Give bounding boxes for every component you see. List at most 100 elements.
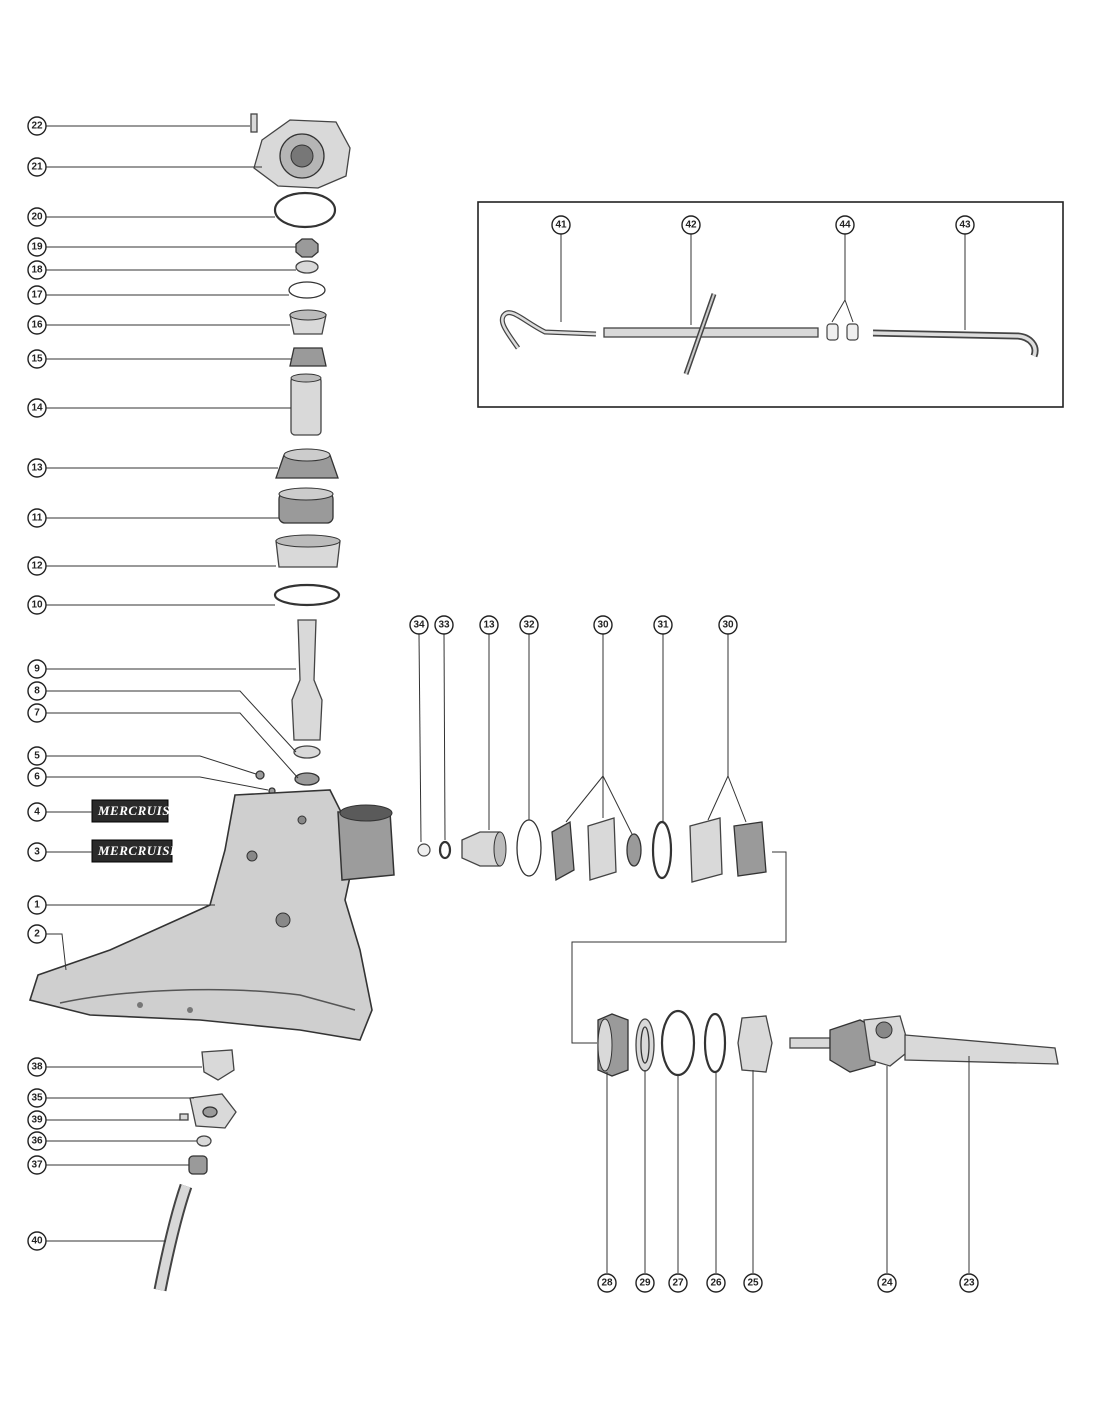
part-30-ring-a [626,833,642,867]
svg-text:14: 14 [31,403,43,414]
part-22-screw [250,113,258,133]
callout-40: 40 [27,1231,47,1251]
svg-text:32: 32 [523,620,535,631]
callout-16: 16 [27,315,47,335]
callout-24: 24 [877,1273,897,1293]
svg-text:MERCRUISER: MERCRUISER [97,843,188,858]
callout-31: 31 [653,615,673,635]
callout-32: 32 [519,615,539,635]
part-37-fitting [188,1155,208,1175]
part-23-output-shaft [904,1034,1059,1065]
callout-21: 21 [27,157,47,177]
callout-30-b: 30 [718,615,738,635]
callout-9: 9 [27,659,47,679]
part-30-bearing-a [551,820,575,882]
leader-44b [844,299,854,323]
part-30-race-a [587,817,617,881]
part-42-tube [603,327,819,338]
svg-text:37: 37 [31,1160,43,1171]
callout-20: 20 [27,207,47,227]
part-4-decal: MERCRUISER [91,799,188,823]
leader-30a-3 [602,775,633,835]
callout-5: 5 [27,746,47,766]
svg-text:3: 3 [34,847,40,858]
svg-text:23: 23 [963,1278,975,1289]
callout-15: 15 [27,349,47,369]
svg-text:41: 41 [555,220,567,231]
part-7-seal [294,772,320,786]
callout-36: 36 [27,1131,47,1151]
callout-6: 6 [27,767,47,787]
part-38-gasket [201,1049,235,1081]
callout-44: 44 [835,215,855,235]
svg-text:9: 9 [34,664,40,675]
part-9-drive-shaft [291,619,323,741]
part-24-universal-joint [789,1015,911,1073]
svg-text:10: 10 [31,600,43,611]
callout-13-left: 13 [27,458,47,478]
svg-text:17: 17 [31,290,43,301]
callout-1: 1 [27,895,47,915]
part-5-pin [255,770,265,780]
svg-text:16: 16 [31,320,43,331]
part-3-decal: MERCRUISER [91,839,188,863]
svg-text:30: 30 [722,620,734,631]
svg-text:1: 1 [34,900,40,911]
svg-text:5: 5 [34,751,40,762]
callout-22: 22 [27,116,47,136]
part-27-o-ring [660,1009,696,1077]
part-41-bent-rod [499,310,597,350]
leader-33 [443,633,446,841]
svg-text:36: 36 [31,1136,43,1147]
svg-text:25: 25 [747,1278,759,1289]
part-25-nut [737,1015,773,1073]
leader-34 [418,633,422,843]
svg-text:21: 21 [31,162,43,173]
callout-14: 14 [27,398,47,418]
svg-text:30: 30 [597,620,609,631]
leader-30a-1 [565,775,604,823]
svg-text:29: 29 [639,1278,651,1289]
svg-text:4: 4 [34,807,40,818]
part-36-washer [196,1135,212,1147]
svg-text:18: 18 [31,265,43,276]
svg-text:MERCRUISER: MERCRUISER [97,803,188,818]
svg-text:28: 28 [601,1278,613,1289]
svg-text:26: 26 [710,1278,722,1289]
part-8-washer [293,745,321,759]
callout-26: 26 [706,1273,726,1293]
callout-11: 11 [27,508,47,528]
svg-text:34: 34 [413,620,425,631]
part-32-shim [516,819,542,877]
svg-text:13: 13 [31,463,43,474]
svg-text:39: 39 [31,1115,43,1126]
svg-text:42: 42 [685,220,697,231]
leader-44a [831,299,846,323]
callout-12: 12 [27,556,47,576]
left-leaders [46,125,299,1242]
svg-text:13: 13 [483,620,495,631]
callout-38: 38 [27,1057,47,1077]
svg-text:27: 27 [672,1278,684,1289]
svg-text:43: 43 [959,220,971,231]
callout-25: 25 [743,1273,763,1293]
part-15-bearing [289,347,327,367]
svg-text:40: 40 [31,1236,43,1247]
svg-text:8: 8 [34,686,40,697]
part-26-shim [703,1012,727,1074]
callout-8: 8 [27,681,47,701]
svg-text:15: 15 [31,354,43,365]
part-30-bearing-b [733,821,767,877]
part-17-ring [288,281,326,299]
svg-text:20: 20 [31,212,43,223]
callout-18: 18 [27,260,47,280]
svg-text:19: 19 [31,242,43,253]
part-39-screw [179,1113,189,1121]
inset-frame [477,201,1064,408]
callout-42: 42 [681,215,701,235]
part-14-spacer [290,376,322,436]
callout-39: 39 [27,1110,47,1130]
callout-43: 43 [955,215,975,235]
svg-text:22: 22 [31,121,43,132]
